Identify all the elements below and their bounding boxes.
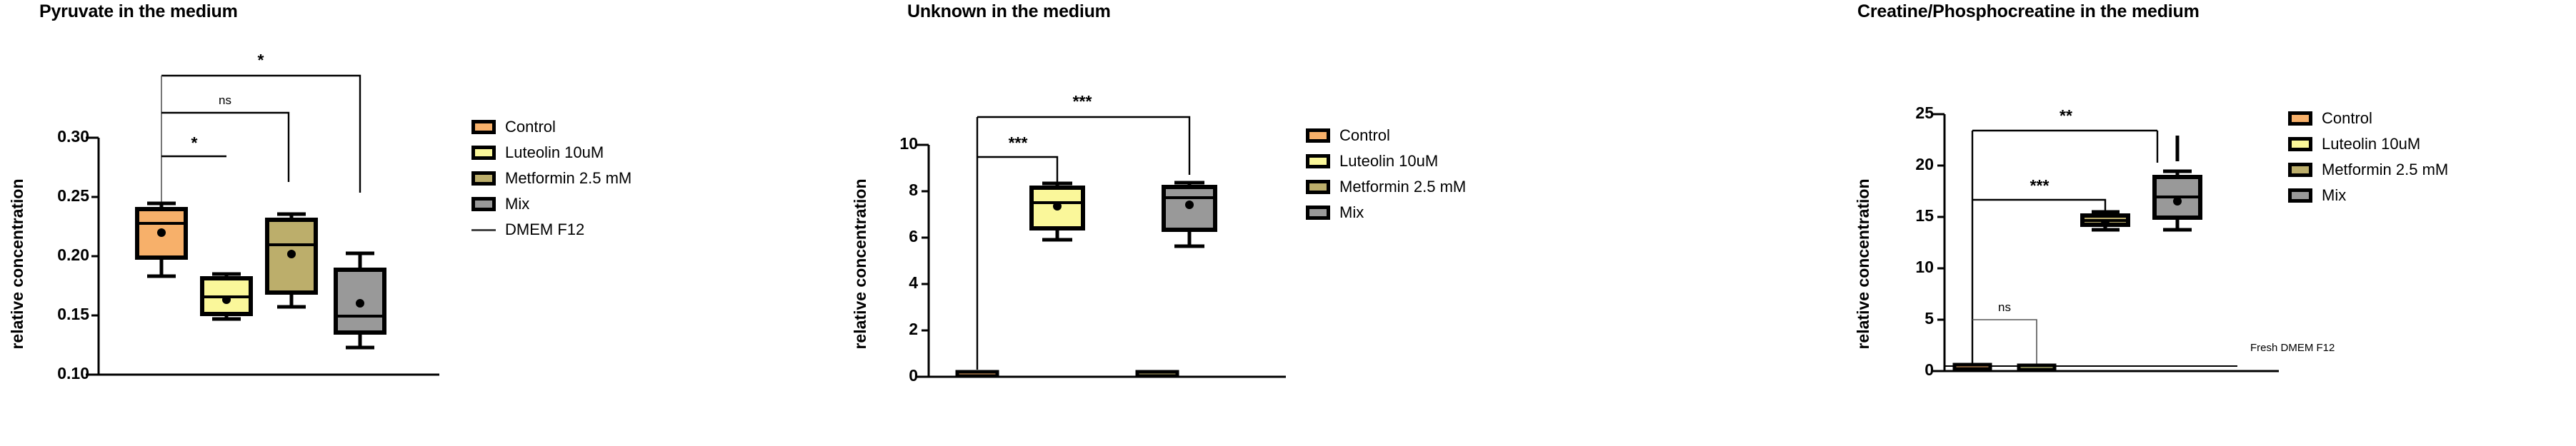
sig-bracket-control-metformin: [1972, 198, 2107, 212]
sig-bracket-control-mix: [977, 116, 1191, 175]
legend-swatch-icon: [1306, 180, 1330, 194]
legend-swatch-icon: [471, 197, 496, 211]
boxplot-luteolin: [2017, 363, 2057, 372]
sig-label: ns: [219, 93, 231, 107]
sig-label: *: [258, 51, 264, 69]
plot-area-pyruvate: relative concentration 0.30 0.25 0.20 0.…: [8, 51, 439, 382]
legend-item-control[interactable]: Control: [471, 114, 631, 140]
y-tick-label: 15: [1915, 206, 1934, 225]
y-tick-label: 0: [1924, 360, 1934, 379]
panel-title: Unknown in the medium: [907, 1, 1111, 21]
sig-bracket-control-mix: [161, 74, 361, 193]
legend-label: Luteolin 10uM: [2322, 135, 2421, 153]
panel-unknown: Unknown in the medium relative concentra…: [843, 0, 1822, 446]
legend-label: Metformin 2.5 mM: [2322, 161, 2449, 178]
legend-item-luteolin[interactable]: Luteolin 10uM: [1306, 148, 1466, 174]
y-tick-label: 0: [909, 366, 918, 385]
y-tick-label: 0.20: [57, 245, 89, 264]
sig-bracket-control-metformin: [161, 111, 290, 182]
legend-label: DMEM F12: [505, 221, 585, 238]
legend-label: Metformin 2.5 mM: [1339, 178, 1467, 196]
panel-pyruvate: Pyruvate in the medium relative concentr…: [0, 0, 843, 446]
y-axis-title: relative concentration: [851, 178, 869, 349]
legend-swatch-icon: [1306, 206, 1330, 220]
boxplot-control: [135, 201, 188, 278]
legend-swatch-icon: [2288, 111, 2312, 126]
sig-label: **: [2060, 106, 2072, 125]
legend-swatch-icon: [2288, 188, 2312, 203]
plot-area-creatine: relative concentration 25 20 15 10 5 0 *…: [1854, 103, 2279, 379]
legend-pyruvate: Control Luteolin 10uM Metformin 2.5 mM M…: [471, 114, 631, 243]
legend-item-metformin[interactable]: Metformin 2.5 mM: [2288, 157, 2448, 183]
legend-label: Mix: [2322, 186, 2347, 204]
sig-label: ***: [2030, 176, 2050, 195]
y-tick-label: 5: [1924, 309, 1934, 328]
panel-title: Creatine/Phosphocreatine in the medium: [1857, 1, 2200, 21]
y-tick-label: 10: [1915, 258, 1934, 276]
sig-label: *: [191, 133, 198, 152]
boxplot-metformin: [2080, 210, 2130, 232]
legend-swatch-icon: [1306, 154, 1330, 168]
y-tick-label: 6: [909, 227, 918, 245]
y-tick-label: 0.10: [57, 364, 89, 382]
y-tick-label: 2: [909, 320, 918, 338]
legend-label: Luteolin 10uM: [505, 143, 604, 161]
legend-unknown: Control Luteolin 10uM Metformin 2.5 mM M…: [1306, 123, 1466, 225]
boxplot-metformin: [1135, 370, 1179, 378]
legend-label: Mix: [505, 195, 530, 213]
legend-item-metformin[interactable]: Metformin 2.5 mM: [1306, 174, 1466, 200]
legend-item-luteolin[interactable]: Luteolin 10uM: [471, 140, 631, 166]
y-tick-label: 0.25: [57, 186, 89, 205]
y-tick-label: 0.15: [57, 305, 89, 323]
y-tick-label: 20: [1915, 155, 1934, 173]
legend-label: Mix: [1339, 203, 1364, 221]
panel-creatine: Creatine/Phosphocreatine in the medium r…: [1822, 0, 2576, 446]
sig-bracket-control-luteolin: [977, 156, 1059, 183]
legend-swatch-icon: [471, 120, 496, 134]
sig-label: ns: [1998, 300, 2011, 314]
legend-item-luteolin[interactable]: Luteolin 10uM: [2288, 131, 2448, 157]
legend-item-control[interactable]: Control: [2288, 106, 2448, 131]
legend-item-mix[interactable]: Mix: [2288, 183, 2448, 208]
legend-item-control[interactable]: Control: [1306, 123, 1466, 148]
sig-bracket-control-luteolin: [1972, 319, 2037, 364]
legend-label: Control: [2322, 109, 2372, 127]
legend-swatch-icon: [2288, 137, 2312, 151]
legend-swatch-icon: [471, 171, 496, 186]
boxplot-metformin: [265, 212, 318, 309]
legend-swatch-icon: [471, 146, 496, 160]
legend-label: Control: [505, 118, 556, 136]
legend-creatine: Control Luteolin 10uM Metformin 2.5 mM M…: [2288, 106, 2448, 208]
legend-item-mix[interactable]: Mix: [471, 191, 631, 217]
boxplot-control: [1952, 363, 1992, 371]
legend-label: Luteolin 10uM: [1339, 152, 1439, 170]
legend-label: Metformin 2.5 mM: [505, 169, 632, 187]
boxplot-mix: [2152, 136, 2202, 232]
legend-swatch-icon: [1306, 128, 1330, 143]
y-axis-title: relative concentration: [8, 178, 26, 349]
legend-swatch-icon: [2288, 163, 2312, 177]
legend-item-metformin[interactable]: Metformin 2.5 mM: [471, 166, 631, 191]
y-tick-label: 25: [1915, 103, 1934, 122]
panel-title: Pyruvate in the medium: [39, 1, 238, 21]
reference-line-label: Fresh DMEM F12: [2250, 342, 2335, 354]
y-axis-title: relative concentration: [1854, 178, 1872, 349]
legend-line-icon: [471, 228, 496, 231]
boxplot-mix: [1162, 181, 1217, 248]
sig-label: ***: [1009, 133, 1028, 152]
legend-item-mix[interactable]: Mix: [1306, 200, 1466, 225]
plot-area-unknown: relative concentration 10 8 6 4 2 0 *** …: [851, 92, 1286, 385]
boxplot-mix: [334, 251, 386, 350]
boxplot-luteolin: [1029, 181, 1085, 242]
sig-label: ***: [1073, 92, 1092, 111]
legend-label: Control: [1339, 126, 1390, 144]
legend-item-dmem[interactable]: DMEM F12: [471, 217, 631, 243]
y-tick-label: 8: [909, 181, 918, 199]
y-tick-label: 10: [899, 134, 918, 153]
y-tick-label: 4: [909, 273, 918, 292]
boxplot-control: [955, 370, 999, 378]
y-tick-label: 0.30: [57, 127, 89, 146]
boxplot-luteolin: [200, 272, 253, 321]
